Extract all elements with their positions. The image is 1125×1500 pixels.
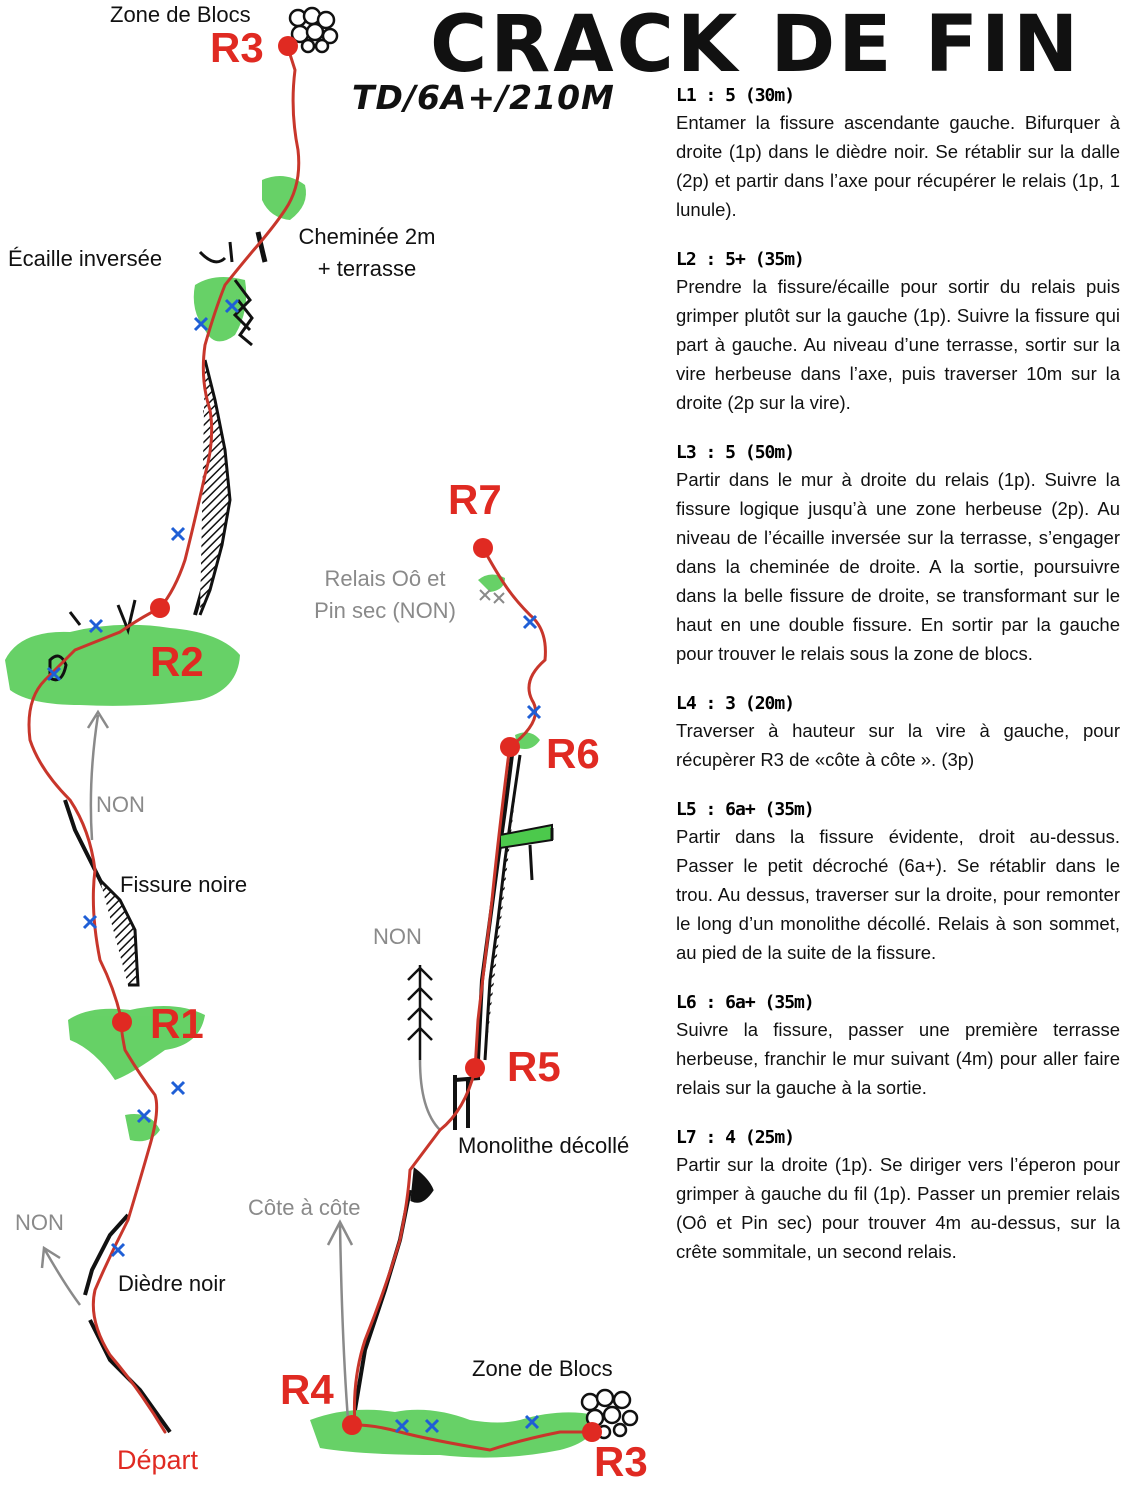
pitch-l5: L5 : 6a+ (35m) Partir dans la fissure év… [676,798,1120,967]
relay-point-r2 [150,598,170,618]
pitch-heading: L6 : 6a+ (35m) [676,991,1120,1015]
grass-ledge-r2 [5,625,240,706]
label-cheminee-line2: + terrasse [282,256,452,282]
relay-point-r4 [342,1415,362,1435]
relay-point-r5 [465,1058,485,1078]
pitch-l1: L1 : 5 (30m) Entamer la fissure ascendan… [676,84,1120,224]
pitch-heading: L5 : 6a+ (35m) [676,798,1120,822]
relay-label-r4: R4 [280,1366,334,1414]
pitch-heading: L3 : 5 (50m) [676,441,1120,465]
relay-label-r7: R7 [448,476,502,524]
label-diedre-noir: Dièdre noir [118,1271,226,1297]
pitch-text: Suivre la fissure, passer une première t… [676,1015,1120,1102]
label-cote-a-cote: Côte à côte [248,1195,361,1221]
topo-grade: TD/6A+/210M [352,78,615,117]
monolithe-feature [455,1075,480,1130]
non-arrow-r2 [88,712,108,840]
label-non-diedre: NON [15,1210,64,1236]
relay-point-r6 [500,737,520,757]
pitch-l4: L4 : 3 (20m) Traverser à hauteur sur la … [676,692,1120,774]
protections [48,300,540,1432]
pitch-text: Traverser à hauteur sur la vire à gauche… [676,716,1120,774]
protection-mark [524,616,536,628]
label-cheminee: Cheminée 2m + terrasse [282,224,452,282]
pitch-l7: L7 : 4 (25m) Partir sur la droite (1p). … [676,1126,1120,1266]
relay-label-r6: R6 [546,730,600,778]
relay-label-r1: R1 [150,1000,204,1048]
label-ecaille: Écaille inversée [8,246,162,272]
non-tree [408,965,432,1060]
relay-label-r2: R2 [150,638,204,686]
label-non-r2: NON [96,792,145,818]
label-fissure-noire: Fissure noire [120,872,247,898]
relay-label-r3-top: R3 [210,24,264,72]
relay-label-r5: R5 [507,1043,561,1091]
label-zone-blocs-bottom: Zone de Blocs [472,1356,613,1382]
grass-ledge-l6 [500,825,552,848]
pitch-text: Partir dans le mur à droite du relais (1… [676,465,1120,668]
ecaille-feature [200,242,232,262]
relay-point-r1 [112,1012,132,1032]
variant-arrows [42,712,440,1420]
pitch-heading: L7 : 4 (25m) [676,1126,1120,1150]
pitch-text: Partir sur la droite (1p). Se diriger ve… [676,1150,1120,1266]
label-cheminee-line1: Cheminée 2m [282,224,452,250]
pitch-heading: L2 : 5+ (35m) [676,248,1120,272]
old-relay-mark [480,590,504,603]
label-relais-oo-line2: Pin sec (NON) [300,598,470,624]
pitch-text: Prendre la fissure/écaille pour sortir d… [676,272,1120,417]
trou-feature [412,1170,432,1201]
non-arrow-monolithe [420,1060,440,1130]
pitch-l6: L6 : 6a+ (35m) Suivre la fissure, passer… [676,991,1120,1102]
non-arrow-diedre [42,1248,80,1305]
label-monolithe: Monolithe décollé [458,1133,629,1159]
protection-mark [172,1082,184,1094]
relay-label-r3-bottom: R3 [594,1438,648,1486]
topo-title: CRACK DE FIN [430,0,1120,90]
relay-point-r7 [473,538,493,558]
pitch-descriptions: L1 : 5 (30m) Entamer la fissure ascendan… [676,84,1120,1290]
pitch-l2: L2 : 5+ (35m) Prendre la fissure/écaille… [676,248,1120,417]
route-right [354,548,592,1450]
pitch-text: Partir dans la fissure évidente, droit a… [676,822,1120,967]
label-relais-oo: Relais Oô et Pin sec (NON) [300,566,470,624]
pitch-heading: L4 : 3 (20m) [676,692,1120,716]
relay-point-r3-top [278,36,298,56]
rock-features [50,232,552,1432]
label-depart: Départ [117,1445,198,1476]
pitch-l3: L3 : 5 (50m) Partir dans le mur à droite… [676,441,1120,668]
label-relais-oo-line1: Relais Oô et [300,566,470,592]
l6-crack [478,755,512,1060]
pitch-heading: L1 : 5 (30m) [676,84,1120,108]
label-non-monolithe: NON [373,924,422,950]
pitch-text: Entamer la fissure ascendante gauche. Bi… [676,108,1120,224]
protection-mark [172,528,184,540]
